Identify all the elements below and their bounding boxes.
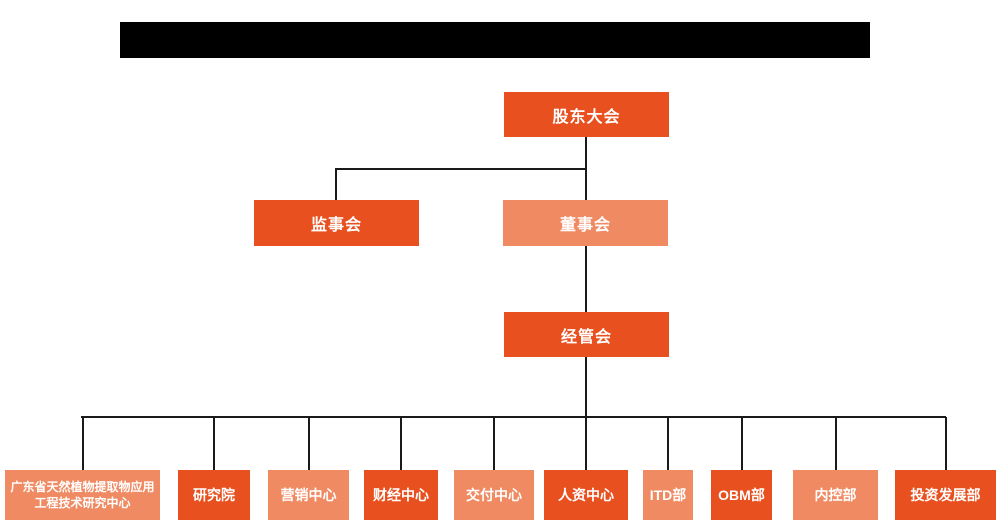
node-dept-marketing-center: 营销中心	[268, 417, 349, 520]
node-label: 董事会	[559, 217, 611, 234]
node-label: 研究院	[193, 487, 235, 503]
connector-top-horizontal	[335, 168, 587, 170]
node-management-committee: 经管会	[504, 312, 669, 357]
node-dept-obm: OBM部	[711, 417, 772, 520]
node-label: 投资发展部	[910, 487, 981, 503]
node-label: 监事会	[310, 217, 362, 234]
node-label: 广东省天然植物提取物应用工程技术研究中心	[10, 479, 155, 510]
node-shareholders-meeting: 股东大会	[504, 92, 669, 137]
node-label: 财经中心	[373, 487, 429, 503]
redacted-title-bar	[120, 22, 870, 58]
node-dept-investment-development: 投资发展部	[895, 417, 996, 520]
node-dept-itd: ITD部	[643, 417, 693, 520]
node-label: 交付中心	[466, 487, 522, 503]
node-dept-internal-control: 内控部	[793, 417, 878, 520]
node-dept-finance-center: 财经中心	[364, 417, 438, 520]
node-dept-research-center: 广东省天然植物提取物应用工程技术研究中心	[5, 417, 160, 520]
node-dept-hr-center: 人资中心	[544, 417, 628, 520]
node-label: 营销中心	[280, 487, 337, 503]
node-label: 股东大会	[552, 108, 621, 126]
node-label: ITD部	[649, 487, 687, 503]
node-label: OBM部	[718, 487, 765, 503]
connector-bottom-bus	[81, 416, 946, 418]
node-label: 内控部	[814, 487, 857, 503]
connector-supervisory-down	[335, 168, 337, 200]
node-supervisory-board: 监事会	[254, 200, 419, 246]
node-board-of-directors: 董事会	[503, 200, 668, 246]
node-dept-delivery-center: 交付中心	[454, 417, 534, 520]
connector-management-down	[585, 357, 587, 417]
connector-board-to-management	[585, 246, 587, 312]
node-label: 经管会	[560, 328, 612, 346]
node-dept-research-institute: 研究院	[178, 417, 250, 520]
node-label: 人资中心	[558, 487, 614, 503]
